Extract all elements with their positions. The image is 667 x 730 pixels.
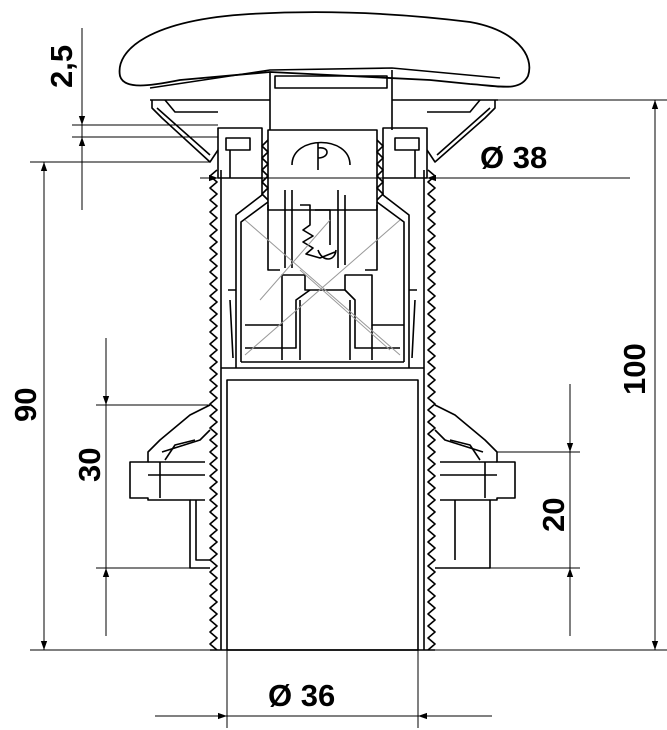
left-nut (129, 404, 211, 569)
cap-skirt (149, 67, 501, 89)
left-thread-wall (209, 169, 218, 651)
dim-tube-diameter: Ø 36 (268, 678, 335, 713)
mechanism-housing (235, 178, 410, 368)
dimension-lines (30, 28, 667, 728)
thread-insert (267, 129, 378, 211)
dim-total-height: 100 (617, 343, 652, 395)
dim-cap-gap: 2,5 (44, 45, 79, 88)
rod (284, 190, 346, 268)
dim-thread-diameter: Ø 38 (480, 140, 547, 175)
right-nut (434, 404, 516, 569)
dim-nut-height-right: 20 (536, 498, 571, 532)
right-thread-wall (427, 169, 436, 651)
dim-body-height: 90 (8, 388, 43, 422)
dim-nut-height-left: 30 (72, 448, 107, 482)
inner-tube (226, 379, 419, 651)
collar (217, 127, 428, 179)
drain-body (209, 127, 436, 651)
drain-cap (118, 11, 531, 163)
